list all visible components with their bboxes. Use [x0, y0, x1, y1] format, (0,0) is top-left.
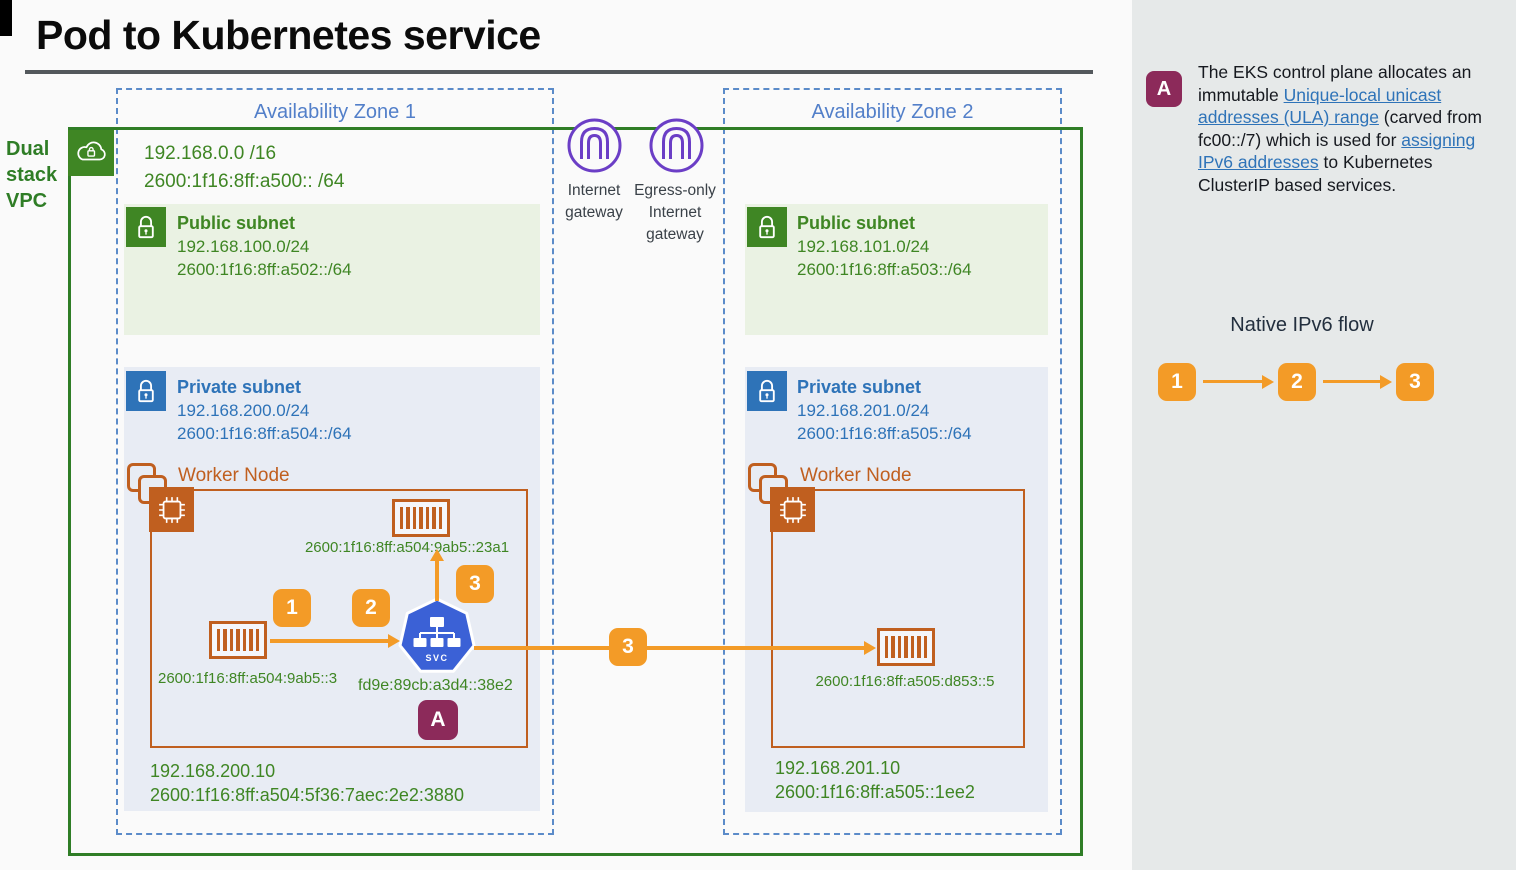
step-badge-1: 1 — [273, 589, 311, 627]
dest-pod-container-icon — [877, 628, 935, 666]
target-pod-ip-label: 2600:1f16:8ff:a504:9ab5::23a1 — [304, 539, 510, 556]
egress-only-internet-gateway-label: Egress-only Internet gateway — [634, 182, 716, 243]
kubernetes-service-icon: SVC — [397, 597, 477, 677]
public-subnet-az2 — [745, 204, 1048, 335]
eks-control-plane-note: The EKS control plane allocates an immut… — [1198, 61, 1508, 196]
public-subnet-az2-label: Public subnet — [797, 213, 916, 233]
vpc-ipv4: 192.168.0.0 /16 — [144, 143, 277, 164]
worker-node-az2-label: Worker Node — [800, 465, 912, 486]
link-ula-range[interactable]: Unique-local unicast addresses (ULA) ran… — [1198, 84, 1442, 128]
private-subnet-az2-ipv6: 2600:1f16:8ff:a505::/64 — [797, 424, 972, 443]
vpc-cidr: 192.168.0.0 /16 2600:1f16:8ff:a500:: /64 — [144, 140, 344, 196]
private-subnet-lock-icon — [747, 371, 787, 411]
sidebar-flow-badge-3: 3 — [1396, 363, 1434, 401]
private-subnet-az2-text: Private subnet 192.168.201.0/24 2600:1f1… — [797, 376, 972, 445]
native-ipv6-flow-title: Native IPv6 flow — [1230, 314, 1374, 336]
sidebar-flow-arrow-1 — [1203, 380, 1264, 383]
public-subnet-az2-ipv4: 192.168.101.0/24 — [797, 237, 930, 256]
svc-icon-text: SVC — [425, 653, 448, 663]
node-ipv4-az2: 192.168.201.10 — [775, 758, 901, 778]
sidebar-note-marker-badge: A — [1146, 71, 1182, 107]
node-ipv6-az1: 2600:1f16:8ff:a504:5f36:7aec:2e2:3880 — [150, 785, 464, 805]
vpc-label: Dual stack VPC — [6, 138, 58, 212]
availability-zone-1-label: Availability Zone 1 — [254, 101, 416, 123]
note-text-2: (carved from fc00::/7) which is used for — [1198, 107, 1482, 150]
vpc-cloud-lock-icon — [68, 130, 114, 176]
sidebar-flow-arrow-2-head — [1380, 375, 1392, 389]
step-badge-3: 3 — [456, 565, 494, 603]
step-badge-3-cross-az: 3 — [609, 628, 647, 666]
flow-arrow-3-up-head — [430, 549, 444, 561]
flow-arrow-1-head — [388, 634, 400, 648]
egress-only-internet-gateway-icon — [648, 117, 705, 174]
sidebar-flow-badge-1: 1 — [1158, 363, 1196, 401]
flow-arrow-3-cross-az-head — [864, 641, 876, 655]
internet-gateway-label: Internet gateway — [565, 182, 623, 221]
private-subnet-az1-ipv4: 192.168.200.0/24 — [177, 401, 310, 420]
private-subnet-az2-label: Private subnet — [797, 377, 922, 397]
sidebar-flow-arrow-2 — [1323, 380, 1382, 383]
availability-zone-2-box — [723, 88, 1062, 835]
cpu-chip-icon — [770, 487, 815, 532]
sidebar-flow-badge-2: 2 — [1278, 363, 1316, 401]
note-text-1: The EKS control plane allocates an immut… — [1198, 62, 1472, 105]
internet-gateway-icon — [566, 117, 623, 174]
step-badge-2: 2 — [352, 589, 390, 627]
public-subnet-az1-label: Public subnet — [177, 213, 296, 233]
public-subnet-az1 — [124, 204, 540, 335]
cpu-chip-icon — [149, 487, 194, 532]
worker-node-az1-label: Worker Node — [178, 465, 290, 486]
title-divider — [25, 70, 1093, 74]
public-subnet-az2-ipv6: 2600:1f16:8ff:a503::/64 — [797, 260, 972, 279]
public-subnet-az1-text: Public subnet 192.168.100.0/24 2600:1f16… — [177, 212, 352, 281]
public-subnet-lock-icon — [126, 207, 166, 247]
private-subnet-az2 — [745, 367, 1048, 812]
flow-arrow-3-up — [435, 560, 439, 601]
private-subnet-az1-ipv6: 2600:1f16:8ff:a504::/64 — [177, 424, 352, 443]
worker-node-az1-box — [150, 489, 528, 748]
source-pod-ip-label: 2600:1f16:8ff:a504:9ab5::3 — [158, 670, 338, 687]
note-marker-a-badge: A — [418, 700, 458, 740]
note-text-3: to Kubernetes ClusterIP based services. — [1198, 152, 1433, 195]
availability-zone-1-box — [116, 88, 554, 835]
page-title: Pod to Kubernetes service — [36, 12, 541, 58]
private-subnet-lock-icon — [126, 371, 166, 411]
sidebar-flow-arrow-1-head — [1262, 375, 1274, 389]
private-subnet-az1-label: Private subnet — [177, 377, 302, 397]
private-subnet-az1-text: Private subnet 192.168.200.0/24 2600:1f1… — [177, 376, 352, 445]
public-subnet-az1-ipv6: 2600:1f16:8ff:a502::/64 — [177, 260, 352, 279]
public-subnet-az2-text: Public subnet 192.168.101.0/24 2600:1f16… — [797, 212, 972, 281]
node-ipv6-az2: 2600:1f16:8ff:a505::1ee2 — [775, 782, 975, 802]
target-pod-container-icon — [392, 499, 450, 537]
node-ipv4-az1: 192.168.200.10 — [150, 761, 276, 781]
node-ips-az2: 192.168.201.10 2600:1f16:8ff:a505::1ee2 — [775, 756, 975, 804]
private-subnet-az2-ipv4: 192.168.201.0/24 — [797, 401, 930, 420]
flow-arrow-3-cross-az — [474, 646, 866, 650]
sidebar — [1132, 0, 1516, 870]
window-corner-artifact — [0, 0, 12, 36]
public-subnet-az1-ipv4: 192.168.100.0/24 — [177, 237, 310, 256]
availability-zone-2-label: Availability Zone 2 — [811, 101, 974, 123]
vpc-ipv6: 2600:1f16:8ff:a500:: /64 — [144, 171, 345, 192]
link-assigning-ipv6-addresses[interactable]: assigning IPv6 addresses — [1198, 129, 1476, 173]
service-ip-label: fd9e:89cb:a3d4::38e2 — [358, 677, 513, 694]
flow-arrow-1 — [270, 639, 390, 643]
dest-pod-ip-label: 2600:1f16:8ff:a505:d853::5 — [815, 673, 995, 690]
worker-node-az2-box — [771, 489, 1025, 748]
node-ips-az1: 192.168.200.10 2600:1f16:8ff:a504:5f36:7… — [150, 759, 464, 807]
source-pod-container-icon — [209, 621, 267, 659]
public-subnet-lock-icon — [747, 207, 787, 247]
